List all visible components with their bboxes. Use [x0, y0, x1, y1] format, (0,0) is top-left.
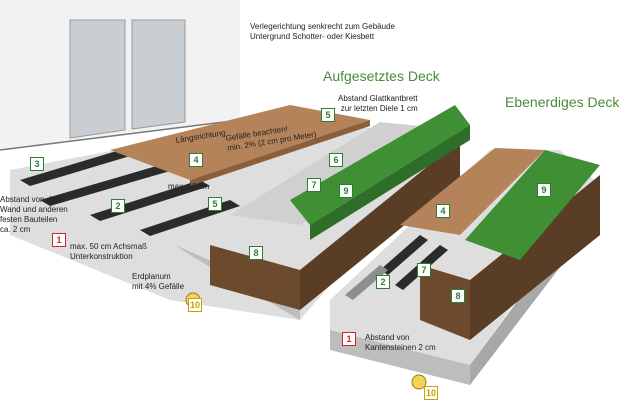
- soil-front-right: [420, 265, 470, 340]
- window-right: [131, 19, 186, 130]
- deck-edge-left: [190, 120, 370, 186]
- subgrade-line-2: mit 4% Gefälle: [132, 282, 185, 291]
- badge-4-right: 4: [436, 204, 450, 218]
- grass-left: [290, 105, 470, 225]
- ground-base-front: [330, 330, 470, 385]
- ground-deck-title: Ebenerdiges Deck: [505, 94, 620, 110]
- badge-6: 6: [329, 153, 343, 167]
- badge-9-right: 9: [537, 183, 551, 197]
- soil-side-right: [470, 175, 600, 340]
- badge-2-left: 2: [111, 199, 125, 213]
- badge-10-left: 10: [188, 298, 202, 312]
- curb-gap-note: Abstand von Kantensteinen 2 cm: [365, 333, 436, 353]
- badge-1-right: 1: [342, 332, 356, 346]
- badge-5-lower: 5: [208, 197, 222, 211]
- curb-gap-line-2: Kantensteinen 2 cm: [365, 343, 436, 352]
- badge-7-left: 7: [307, 178, 321, 192]
- subgrade-line-1: Erdplanum: [132, 272, 171, 281]
- edge-gap-line-1: Abstand Glattkantbrett: [338, 94, 418, 103]
- wall-base-line: [0, 119, 241, 151]
- axis-line-1: max. 50 cm Achsmaß: [70, 242, 147, 251]
- subgrade-note: Erdplanum mit 4% Gefälle: [132, 272, 184, 292]
- soil-front-left: [210, 245, 300, 310]
- wall-gap-line-2: Wand und anderen: [0, 205, 68, 214]
- badge-7-right: 7: [417, 263, 431, 277]
- curb-stone-right: [345, 265, 388, 300]
- edge-gap-note: Abstand Glattkantbrett zur letzten Diele…: [338, 94, 418, 114]
- badge-9-left: 9: [339, 184, 353, 198]
- joist-1: [20, 150, 130, 186]
- header-note-line-2: Untergrund Schotter- oder Kiesbett: [250, 32, 375, 41]
- window-left: [69, 19, 126, 139]
- edge-gap-line-2: zur letzten Diele 1 cm: [340, 104, 418, 113]
- badge-3: 3: [30, 157, 44, 171]
- badge-8-left: 8: [249, 246, 263, 260]
- badge-8-right: 8: [451, 289, 465, 303]
- badge-4-left: 4: [189, 153, 203, 167]
- wall-gap-line-4: ca. 2 cm: [0, 225, 31, 234]
- axis-line-2: Unterkonstruktion: [70, 252, 133, 261]
- max40-note: max. 40 cm: [168, 182, 210, 191]
- wall-gap-line-1: Abstand von der: [0, 195, 59, 204]
- header-note-line-1: Verlegerichtung senkrecht zum Gebäude: [250, 22, 395, 31]
- joist-right-1: [380, 235, 428, 275]
- header-note: Verlegerichtung senkrecht zum Gebäude Un…: [250, 22, 395, 42]
- badge-10-right: 10: [424, 386, 438, 400]
- grass-right: [465, 150, 600, 260]
- wall-gap-line-3: festen Bauteilen: [0, 215, 58, 224]
- badge-5-upper: 5: [321, 108, 335, 122]
- soil-side-left: [300, 140, 460, 310]
- deck-boards-left: [110, 105, 370, 180]
- curb-gap-line-1: Abstand von: [365, 333, 410, 342]
- joist-2: [40, 165, 170, 206]
- drain-pipe-right: [411, 374, 427, 390]
- grass-edge-left: [310, 125, 470, 240]
- raised-deck-title: Aufgesetztes Deck: [323, 68, 440, 84]
- badge-1-left: 1: [52, 233, 66, 247]
- axis-note: max. 50 cm Achsmaß Unterkonstruktion: [70, 242, 147, 262]
- badge-2-right: 2: [376, 275, 390, 289]
- wall-gap-note: Abstand von der Wand und anderen festen …: [0, 195, 68, 235]
